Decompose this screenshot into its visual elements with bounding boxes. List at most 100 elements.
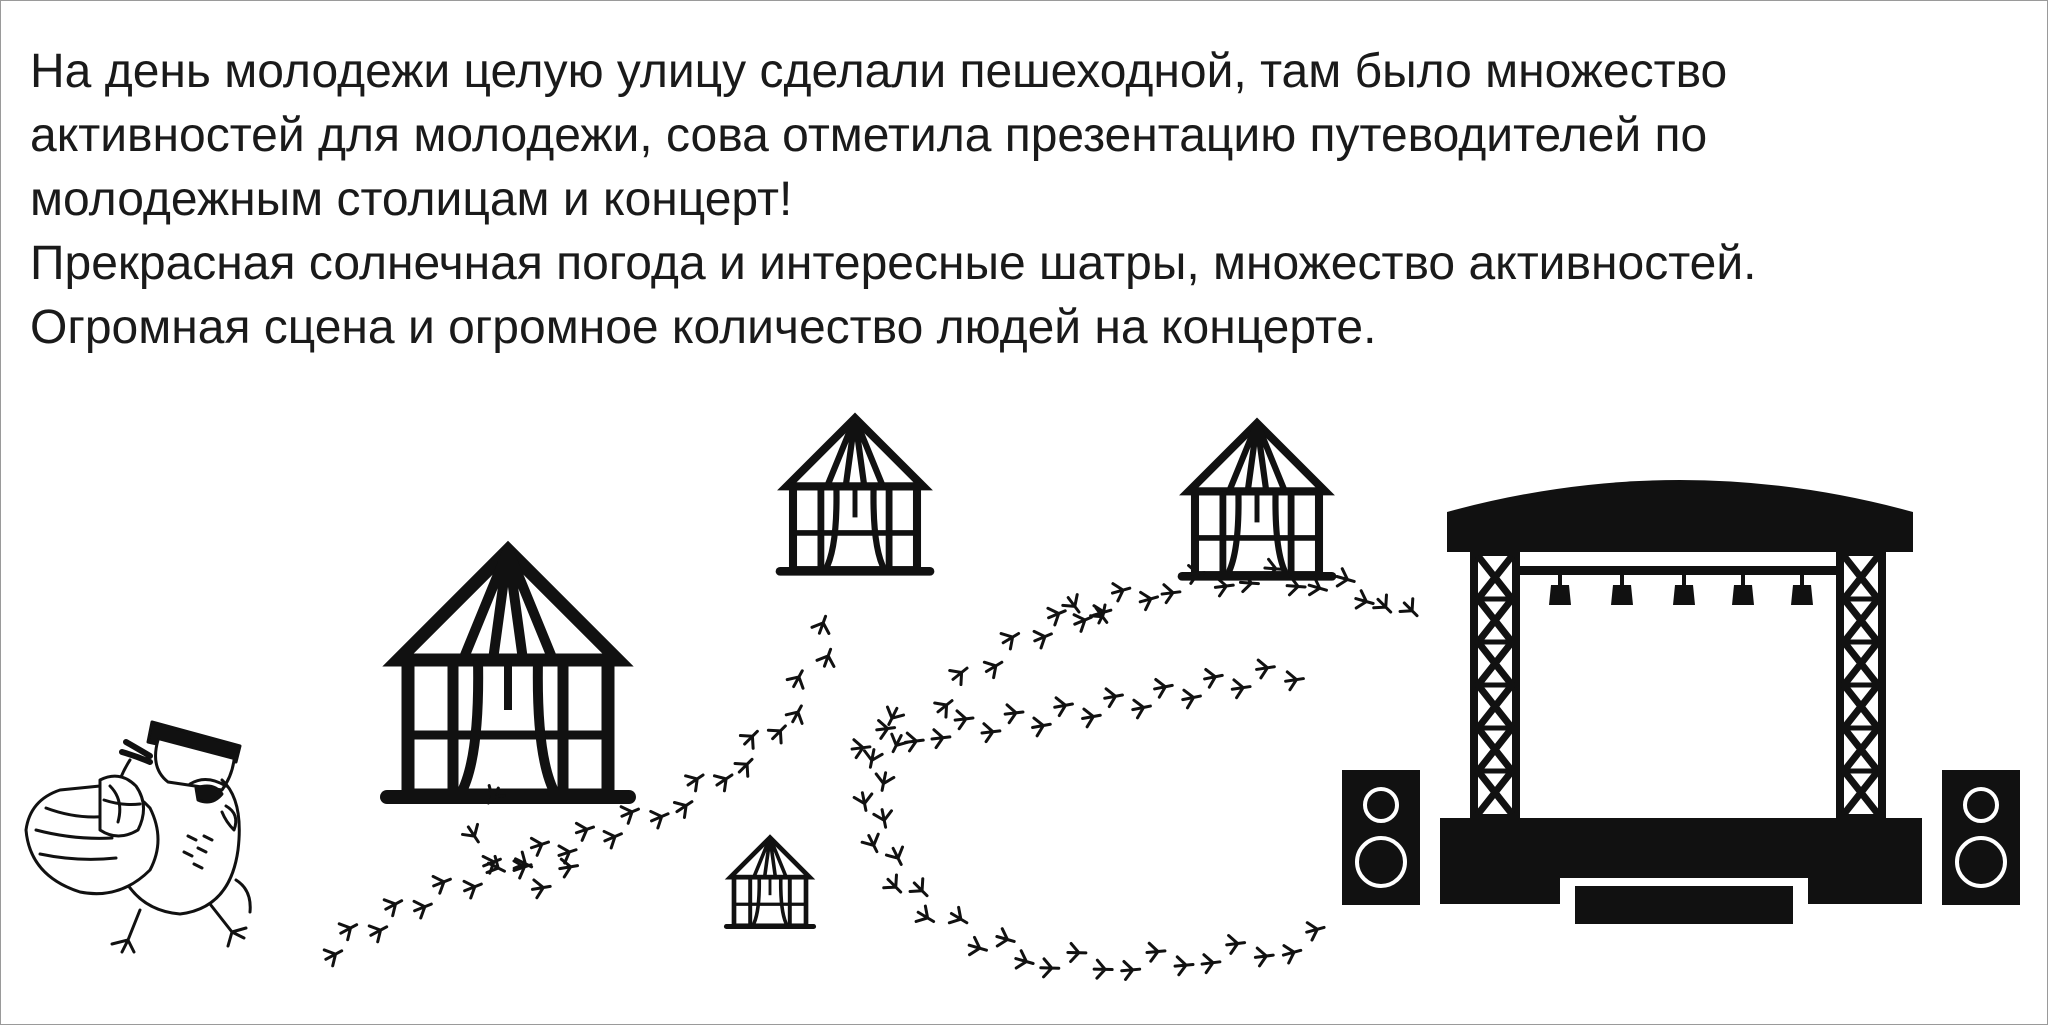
bird-footprint-icon bbox=[1153, 678, 1174, 699]
story-line-4: Прекрасная солнечная погода и интересные… bbox=[30, 237, 1757, 290]
story-line-2: активностей для молодежи, сова отметила … bbox=[30, 109, 1708, 162]
bird-footprint-icon bbox=[1225, 934, 1247, 955]
bird-footprint-icon bbox=[322, 948, 344, 968]
bird-footprint-icon bbox=[684, 773, 705, 793]
bird-footprint-icon bbox=[1281, 944, 1303, 965]
bird-footprint-icon bbox=[1335, 567, 1356, 588]
bird-footprint-icon bbox=[462, 879, 483, 900]
bird-footprint-icon bbox=[784, 704, 804, 725]
bird-footprint-icon bbox=[337, 922, 359, 942]
bird-footprint-icon bbox=[815, 647, 836, 668]
bird-footprint-icon bbox=[914, 904, 936, 923]
bird-footprint-icon bbox=[1230, 678, 1252, 700]
bird-footprint-icon bbox=[948, 666, 969, 687]
bird-footprint-icon bbox=[882, 873, 903, 894]
bird-footprint-icon bbox=[1072, 613, 1093, 633]
bird-footprint-icon bbox=[1053, 696, 1074, 718]
bird-footprint-icon bbox=[512, 850, 534, 870]
bird-footprint-icon bbox=[1263, 557, 1285, 579]
bird-footprint-icon bbox=[874, 771, 896, 792]
bird-footprint-icon bbox=[947, 905, 969, 925]
bird-footprint-icon bbox=[602, 829, 623, 850]
owl-icon bbox=[24, 720, 252, 954]
bird-footprint-icon bbox=[574, 821, 596, 842]
bird-footprint-icon bbox=[649, 809, 670, 830]
bird-footprint-icon bbox=[852, 791, 874, 812]
bird-footprint-icon bbox=[529, 836, 551, 857]
bird-footprint-icon bbox=[1138, 590, 1160, 612]
bird-footprint-icon bbox=[1398, 597, 1419, 618]
speaker-icon bbox=[1340, 768, 1422, 907]
bird-footprint-icon bbox=[1284, 670, 1305, 692]
bird-footprint-icon bbox=[1061, 593, 1081, 614]
bird-footprint-icon bbox=[885, 705, 906, 726]
bird-footprint-icon bbox=[860, 832, 880, 854]
bird-footprint-icon bbox=[1081, 707, 1102, 729]
bird-footprint-icon bbox=[1354, 589, 1375, 610]
story-line-5: Огромная сцена и огромное количество люд… bbox=[30, 301, 1377, 354]
bird-footprint-icon bbox=[733, 757, 754, 778]
bird-footprint-icon bbox=[999, 632, 1021, 651]
bird-footprint-icon bbox=[1285, 575, 1307, 597]
bird-footprint-icon bbox=[1305, 921, 1326, 942]
bird-footprint-icon bbox=[1160, 583, 1182, 605]
bird-footprint-icon bbox=[953, 709, 975, 731]
bird-footprint-icon bbox=[967, 935, 988, 957]
bird-footprint-icon bbox=[1092, 958, 1114, 980]
bird-footprint-icon bbox=[1307, 575, 1328, 597]
bird-footprint-icon bbox=[1185, 564, 1207, 585]
bird-footprint-icon bbox=[367, 924, 389, 944]
bird-footprint-icon bbox=[810, 614, 831, 635]
bird-footprint-icon bbox=[619, 805, 640, 825]
story-line-1: На день молодежи целую улицу сделали пеш… bbox=[30, 45, 1728, 98]
bird-footprint-icon bbox=[908, 877, 929, 898]
bird-footprint-icon bbox=[872, 808, 893, 829]
bird-footprint-icon bbox=[1173, 955, 1195, 977]
speaker-icon bbox=[1940, 768, 2022, 907]
bird-footprint-icon bbox=[1145, 941, 1167, 963]
tent-icon bbox=[724, 838, 816, 929]
bird-footprint-icon bbox=[431, 874, 452, 895]
bird-footprint-icon bbox=[1014, 949, 1035, 970]
bird-footprint-icon bbox=[1103, 687, 1124, 709]
bird-footprint-icon bbox=[738, 729, 759, 750]
bird-footprint-trail bbox=[322, 557, 1419, 981]
bird-footprint-icon bbox=[1181, 688, 1202, 710]
bird-footprint-icon bbox=[1110, 582, 1132, 603]
bird-footprint-icon bbox=[1131, 698, 1152, 720]
bird-footprint-icon bbox=[486, 784, 506, 805]
bird-footprint-icon bbox=[766, 724, 787, 745]
bird-footprint-icon bbox=[1213, 576, 1235, 598]
bird-footprint-icon bbox=[1039, 957, 1061, 979]
bird-footprint-icon bbox=[672, 800, 694, 819]
bird-footprint-icon bbox=[557, 844, 578, 865]
bird-footprint-icon bbox=[530, 878, 552, 900]
bird-footprint-icon bbox=[995, 927, 1016, 948]
bird-footprint-icon bbox=[485, 854, 506, 875]
bird-footprint-icon bbox=[1255, 658, 1276, 680]
bird-footprint-icon bbox=[1372, 593, 1393, 614]
bird-footprint-icon bbox=[1066, 942, 1088, 964]
tent-icon bbox=[776, 418, 935, 575]
bird-footprint-icon bbox=[850, 738, 872, 760]
bird-footprint-icon bbox=[1089, 603, 1109, 624]
bird-footprint-icon bbox=[903, 731, 925, 753]
bird-footprint-icon bbox=[461, 822, 480, 844]
bird-footprint-icon bbox=[1238, 572, 1260, 594]
bird-footprint-icon bbox=[1203, 668, 1224, 689]
story-line-3: молодежным столицам и концерт! bbox=[30, 173, 793, 226]
bird-footprint-icon bbox=[1032, 629, 1053, 650]
bird-footprint-icon bbox=[982, 660, 1004, 680]
bird-footprint-icon bbox=[933, 699, 954, 719]
bird-footprint-icon bbox=[980, 722, 1002, 744]
bird-footprint-icon bbox=[1031, 716, 1052, 738]
stage-icon bbox=[1440, 480, 1922, 928]
bird-footprint-icon bbox=[1200, 953, 1222, 975]
bird-footprint-icon bbox=[863, 748, 884, 769]
bird-footprint-icon bbox=[1046, 606, 1067, 627]
tent-icon bbox=[380, 550, 636, 804]
bird-footprint-icon bbox=[930, 728, 952, 750]
bird-footprint-icon bbox=[712, 773, 734, 793]
bird-footprint-icon bbox=[382, 898, 404, 918]
